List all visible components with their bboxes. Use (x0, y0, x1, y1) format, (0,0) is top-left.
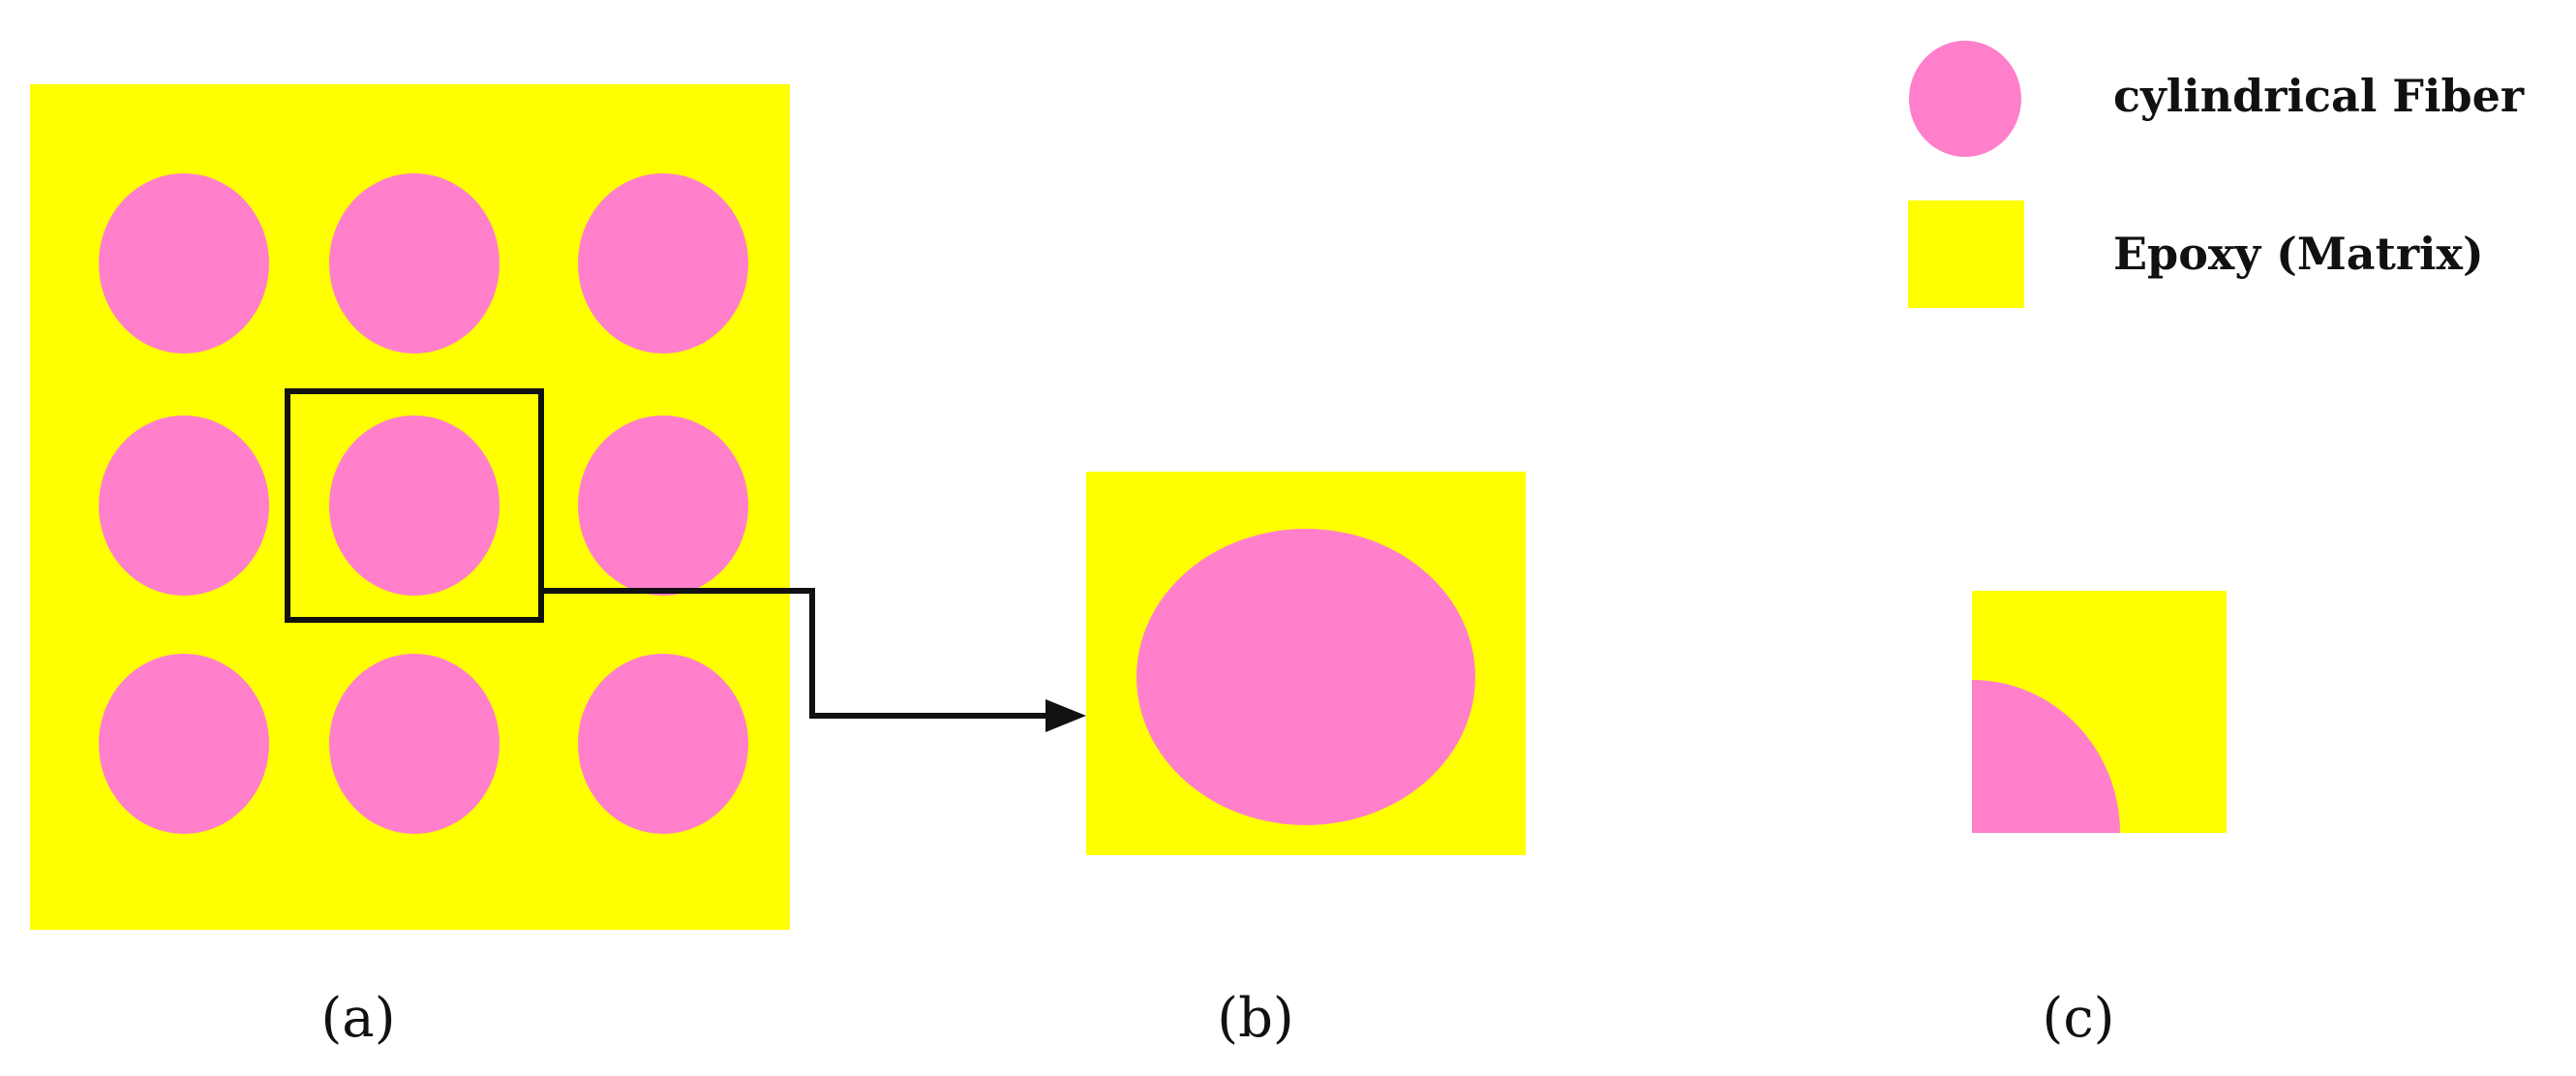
panel-a-fiber (578, 173, 748, 354)
legend-matrix-swatch (1908, 200, 2024, 308)
panel-a-fiber (578, 654, 748, 834)
panel-c-quarter-fiber (1972, 680, 2120, 833)
caption-c: (c) (2042, 987, 2114, 1050)
elbow-arrow-icon (541, 588, 1086, 732)
legend-fiber-swatch (1909, 41, 2021, 157)
panel-a-fiber-grid (99, 173, 748, 834)
legend-matrix-label: Epoxy (Matrix) (2113, 228, 2484, 280)
panel-b (1086, 472, 1526, 855)
panel-a-fiber (99, 173, 269, 354)
panel-b-fiber (1136, 529, 1475, 825)
panel-a (30, 84, 790, 930)
panel-a-fiber (578, 415, 748, 596)
caption-a: (a) (320, 987, 395, 1050)
panel-a-fiber (329, 173, 500, 354)
legend: cylindrical Fiber Epoxy (Matrix) (1908, 41, 2525, 308)
panel-c (1972, 591, 2227, 833)
panel-a-fiber (329, 415, 500, 596)
caption-b: (b) (1217, 987, 1294, 1050)
legend-fiber-label: cylindrical Fiber (2113, 70, 2525, 122)
panel-a-fiber (99, 654, 269, 834)
panel-a-fiber (329, 654, 500, 834)
selection-box (285, 388, 544, 623)
panel-a-fiber (99, 415, 269, 596)
